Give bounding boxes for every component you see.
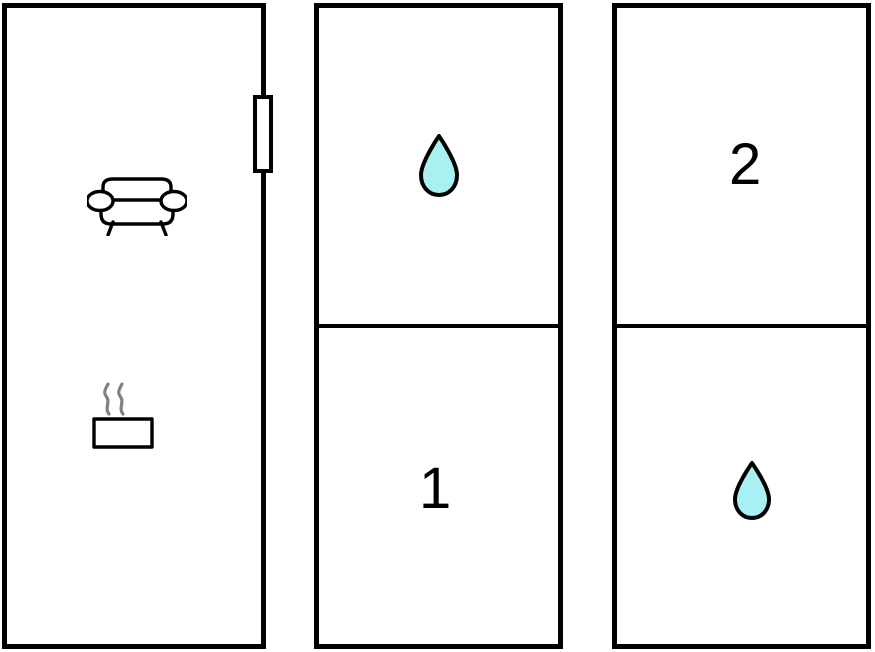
interior-wall-divider (319, 324, 558, 328)
right-panel: 2 (612, 3, 871, 649)
interior-wall-divider (617, 324, 866, 328)
window-icon (246, 94, 280, 174)
middle-panel: 1 (314, 3, 563, 649)
water-drop-icon (415, 133, 463, 204)
room-number-label: 2 (729, 132, 762, 197)
left-panel (2, 3, 273, 649)
stove-pot-icon (75, 376, 167, 455)
water-drop-icon (730, 460, 774, 527)
sofa-icon (85, 174, 189, 241)
room-number-label: 1 (419, 456, 452, 521)
